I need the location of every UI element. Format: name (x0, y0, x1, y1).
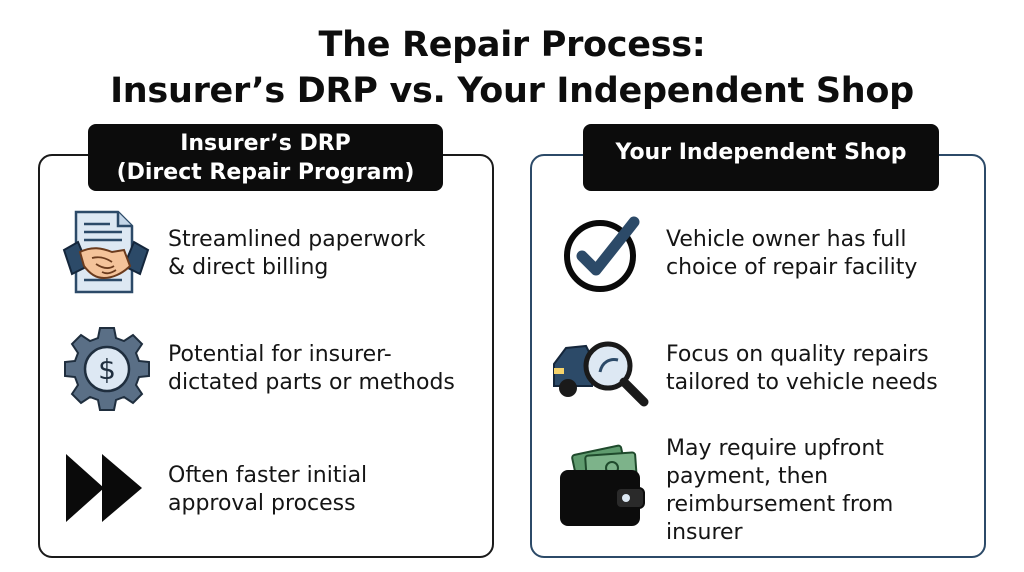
drp-item-3-text: Often faster initial approval process (168, 463, 368, 516)
dollar-gear-icon: $ (64, 327, 150, 411)
drp-item-1-text: Streamlined paperwork & direct billing (168, 227, 426, 280)
svg-text:$: $ (98, 353, 116, 386)
drp-item-2-text: Potential for insurer- dictated parts or… (168, 342, 455, 395)
shop-item-2-text: Focus on quality repairs tailored to veh… (666, 342, 938, 395)
title-line-1: The Repair Process: (318, 25, 706, 65)
independent-shop-heading: Your Independent Shop (583, 124, 939, 191)
shop-item-3-text: May require upfront payment, then reimbu… (666, 436, 894, 545)
car-magnifier-icon (553, 341, 649, 407)
checkmark-circle-icon (564, 216, 640, 292)
wallet-cash-icon (560, 444, 645, 526)
fast-forward-icon (66, 454, 142, 522)
drp-heading-line-1: Insurer’s DRP (180, 131, 351, 156)
title-line-2: Insurer’s DRP vs. Your Independent Shop (110, 71, 914, 111)
drp-panel-heading: Insurer’s DRP (Direct Repair Program) (88, 124, 443, 191)
handshake-document-icon (62, 210, 150, 294)
drp-heading-line-2: (Direct Repair Program) (116, 160, 415, 185)
page-title: The Repair Process: Insurer’s DRP vs. Yo… (0, 22, 1024, 114)
shop-item-1-text: Vehicle owner has full choice of repair … (666, 227, 918, 280)
